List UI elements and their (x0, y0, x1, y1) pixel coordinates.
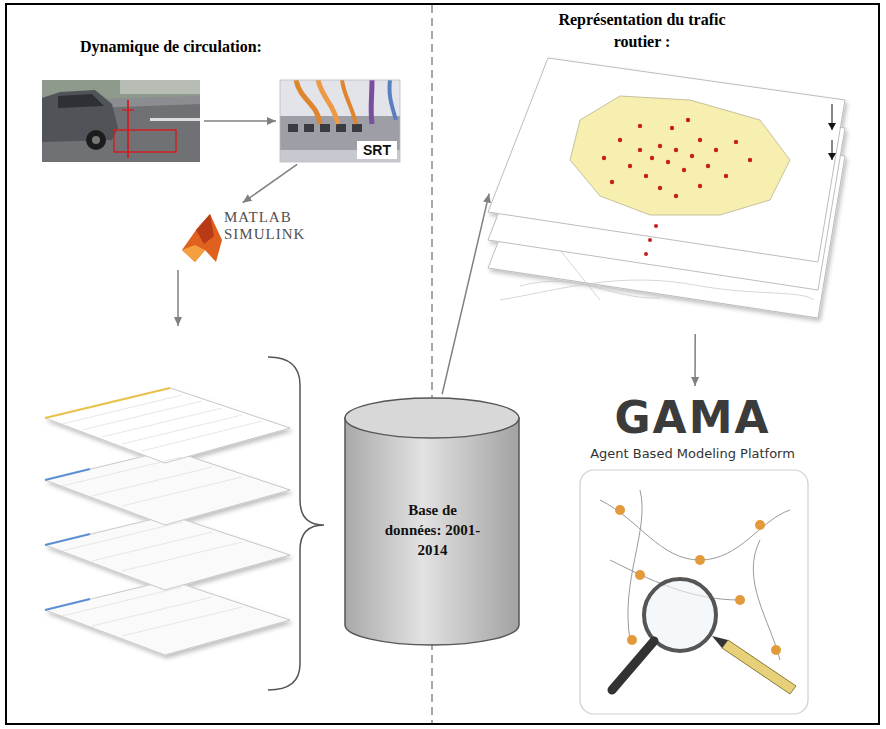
section-heading: Dynamique de circulation: (80, 38, 262, 56)
flow-arrow (694, 334, 696, 386)
photo-label: SRT (357, 141, 397, 159)
map-stack: Représentation du trafic routier : (490, 55, 870, 330)
logo-box: MATLAB SIMULINK (180, 205, 345, 268)
database-cylinder: Base de données: 2001-2014 (345, 398, 520, 645)
section-heading: Représentation du trafic routier : (542, 9, 742, 53)
logo-text: MATLAB SIMULINK (224, 209, 336, 243)
database-label: Base de données: 2001-2014 (379, 500, 487, 560)
logo-subtitle: Agent Based Modeling Platform (565, 446, 820, 461)
flow-arrow (204, 120, 276, 122)
logo-title: GAMA (565, 392, 820, 443)
photo-box: Dynamique de circulation: (42, 80, 200, 162)
flow-arrow (442, 194, 489, 394)
photo-box: SRT (280, 80, 400, 162)
flow-arrow (243, 164, 297, 202)
logo-box: GAMA Agent Based Modeling Platform (565, 390, 820, 720)
